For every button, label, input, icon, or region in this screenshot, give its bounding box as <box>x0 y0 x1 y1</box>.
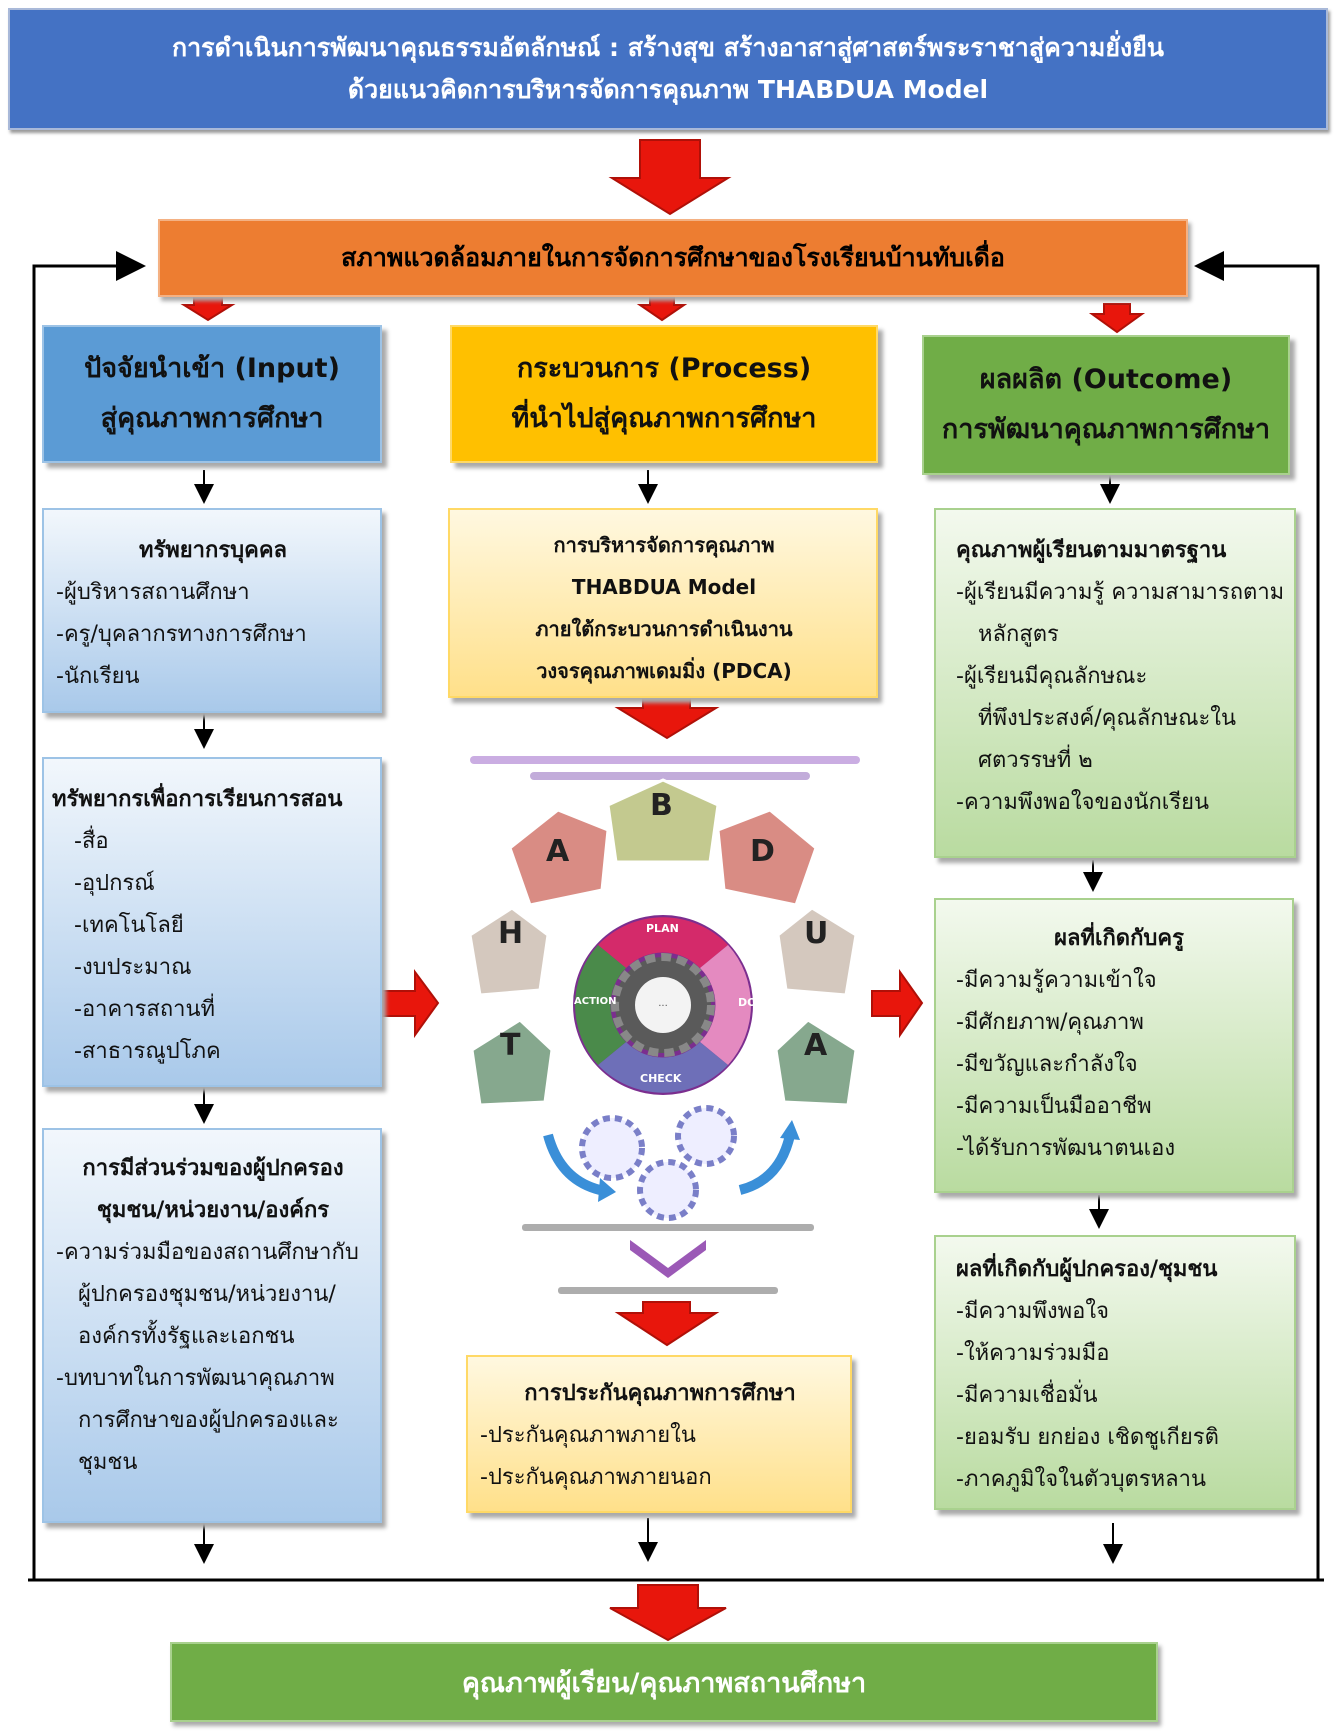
personnel-item: -ผู้บริหารสถานศึกษา <box>56 580 250 605</box>
participation-title-2: ชุมชน/หน่วยงาน/องค์กร <box>96 1198 330 1223</box>
teacher-results-title: ผลที่เกิดกับครู <box>1054 926 1184 951</box>
pdca-check-label: CHECK <box>640 1072 682 1085</box>
community-results-panel: ผลที่เกิดกับผู้ปกครอง/ชุมชน -มีความพึงพอ… <box>934 1235 1296 1510</box>
teacher-results-item: -มีความรู้ความเข้าใจ <box>956 968 1157 993</box>
assurance-title: การประกันคุณภาพการศึกษา <box>524 1381 796 1406</box>
red-arrow-process-to-image <box>614 697 720 740</box>
participation-line: การศึกษาของผู้ปกครองและ <box>78 1408 339 1433</box>
participation-line: องค์กรทั้งรัฐและเอกชน <box>78 1324 295 1349</box>
input-header-line-1: ปัจจัยนำเข้า (Input) <box>84 353 340 384</box>
participation-title-1: การมีส่วนร่วมของผู้ปกครอง <box>82 1156 344 1181</box>
teacher-results-panel: ผลที่เกิดกับครู -มีความรู้ความเข้าใจ -มี… <box>934 898 1294 1193</box>
footer-label: คุณภาพผู้เรียน/คุณภาพสถานศึกษา <box>461 1667 867 1699</box>
title-line-1: การดำเนินการพัฒนาคุณธรรมอัตลักษณ์ : สร้า… <box>172 33 1164 62</box>
participation-line: -ความร่วมมือของสถานศึกษากับ <box>56 1240 359 1265</box>
community-results-item: -มีความพึงพอใจ <box>956 1299 1109 1324</box>
model-letter-h: H <box>498 916 524 951</box>
model-letter-t: T <box>500 1028 521 1063</box>
resources-item: -อุปกรณ์ <box>74 871 155 896</box>
personnel-panel: ทรัพยากรบุคคล -ผู้บริหารสถานศึกษา -ครู/บ… <box>42 508 382 713</box>
community-results-item: -ให้ความร่วมมือ <box>956 1341 1110 1366</box>
management-panel: การบริหารจัดการคุณภาพ THABDUA Model ภายใ… <box>448 508 878 698</box>
management-line: THABDUA Model <box>571 575 757 599</box>
management-line: การบริหารจัดการคุณภาพ <box>553 533 775 557</box>
community-results-item: -มีความเชื่อมั่น <box>956 1383 1098 1408</box>
assurance-panel: การประกันคุณภาพการศึกษา -ประกันคุณภาพภาย… <box>466 1355 852 1513</box>
participation-line: -บทบาทในการพัฒนาคุณภาพ <box>56 1366 335 1391</box>
model-letter-a-right: A <box>804 1028 828 1063</box>
input-header-line-2: สู่คุณภาพการศึกษา <box>100 403 324 434</box>
outcome-header-line-1: ผลผลิต (Outcome) <box>979 364 1233 395</box>
title-line-2: ด้วยแนวคิดการบริหารจัดการคุณภาพ THABDUA … <box>347 75 989 104</box>
participation-line: ชุมชน <box>78 1450 138 1475</box>
red-arrow-input-to-process <box>381 968 440 1039</box>
resources-panel: ทรัพยากรเพื่อการเรียนการสอน -สื่อ -อุปกร… <box>42 757 382 1087</box>
participation-line: ผู้ปกครองชุมชน/หน่วยงาน/ <box>78 1282 336 1307</box>
model-letter-b: B <box>650 788 673 823</box>
process-header: กระบวนการ (Process) ที่นำไปสู่คุณภาพการศ… <box>450 325 878 463</box>
resources-item: -สาธารณูปโภค <box>74 1039 221 1064</box>
outcome-header-line-2: การพัฒนาคุณภาพการศึกษา <box>941 414 1271 445</box>
title-banner: การดำเนินการพัฒนาคุณธรรมอัตลักษณ์ : สร้า… <box>8 8 1328 130</box>
red-arrow-process-to-outcome <box>871 968 924 1039</box>
model-letter-d: D <box>750 834 775 869</box>
red-arrow-env-to-process <box>636 295 688 322</box>
student-quality-line: -ผู้เรียนมีความรู้ ความสามารถตาม <box>956 580 1285 605</box>
student-quality-line: -ผู้เรียนมีคุณลักษณะ <box>956 664 1148 689</box>
pdca-plan-label: PLAN <box>646 922 679 935</box>
resources-item: -เทคโนโลยี <box>74 913 184 938</box>
student-quality-line: ที่พึงประสงค์/คุณลักษณะใน <box>978 706 1237 731</box>
process-header-line-2: ที่นำไปสู่คุณภาพการศึกษา <box>511 403 817 434</box>
outcome-header: ผลผลิต (Outcome) การพัฒนาคุณภาพการศึกษา <box>922 335 1290 475</box>
personnel-title: ทรัพยากรบุคคล <box>138 538 288 563</box>
red-arrow-image-to-assurance <box>614 1301 720 1347</box>
student-quality-line: ศตวรรษที่ ๒ <box>978 748 1093 773</box>
footer-banner: คุณภาพผู้เรียน/คุณภาพสถานศึกษา <box>170 1642 1158 1722</box>
process-header-line-1: กระบวนการ (Process) <box>516 353 812 384</box>
right-feedback-line <box>1194 251 1320 1580</box>
teacher-results-item: -มีศักยภาพ/คุณภาพ <box>956 1010 1144 1035</box>
pdca-action-label: ACTION <box>574 996 617 1007</box>
personnel-item: -นักเรียน <box>56 664 140 689</box>
student-quality-line: -ความพึงพอใจของนักเรียน <box>956 790 1210 815</box>
input-header: ปัจจัยนำเข้า (Input) สู่คุณภาพการศึกษา <box>42 325 382 463</box>
resources-item: -สื่อ <box>74 829 109 854</box>
resources-item: -อาคารสถานที่ <box>74 997 216 1022</box>
environment-label: สภาพแวดล้อมภายในการจัดการศึกษาของโรงเรีย… <box>341 243 1005 272</box>
model-letter-u: U <box>804 916 829 951</box>
community-results-item: -ภาคภูมิใจในตัวบุตรหลาน <box>956 1467 1207 1492</box>
teacher-results-item: -มีขวัญและกำลังใจ <box>956 1052 1138 1077</box>
community-results-title: ผลที่เกิดกับผู้ปกครอง/ชุมชน <box>956 1257 1218 1282</box>
red-arrow-env-to-outcome <box>1088 303 1146 334</box>
assurance-item: -ประกันคุณภาพภายใน <box>480 1423 696 1448</box>
resources-title: ทรัพยากรเพื่อการเรียนการสอน <box>52 787 343 812</box>
model-letter-a-top: A <box>546 834 570 869</box>
pdca-do-label: DO <box>738 996 757 1009</box>
management-line: ภายใต้กระบวนการดำเนินงาน <box>535 617 793 641</box>
environment-banner: สภาพแวดล้อมภายในการจัดการศึกษาของโรงเรีย… <box>158 219 1188 297</box>
assurance-item: -ประกันคุณภาพภายนอก <box>480 1465 712 1490</box>
community-results-item: -ยอมรับ ยกย่อง เชิดชูเกียรติ <box>956 1425 1219 1450</box>
participation-panel: การมีส่วนร่วมของผู้ปกครอง ชุมชน/หน่วยงาน… <box>42 1128 382 1523</box>
teacher-results-item: -มีความเป็นมืออาชีพ <box>956 1094 1152 1119</box>
student-quality-title: คุณภาพผู้เรียนตามมาตรฐาน <box>956 538 1227 563</box>
red-arrow-title-to-env <box>608 139 732 216</box>
red-arrow-env-to-input <box>180 295 236 322</box>
left-feedback-line <box>32 251 146 1580</box>
student-quality-panel: คุณภาพผู้เรียนตามมาตรฐาน -ผู้เรียนมีความ… <box>934 508 1296 858</box>
teacher-results-item: -ได้รับการพัฒนาตนเอง <box>956 1136 1176 1161</box>
student-quality-line: หลักสูตร <box>978 622 1059 647</box>
red-arrow-to-footer <box>609 1584 727 1642</box>
management-line: วงจรคุณภาพเดมมิ่ง (PDCA) <box>536 659 792 683</box>
personnel-item: -ครู/บุคลากรทางการศึกษา <box>56 622 307 647</box>
resources-item: -งบประมาณ <box>74 955 192 980</box>
